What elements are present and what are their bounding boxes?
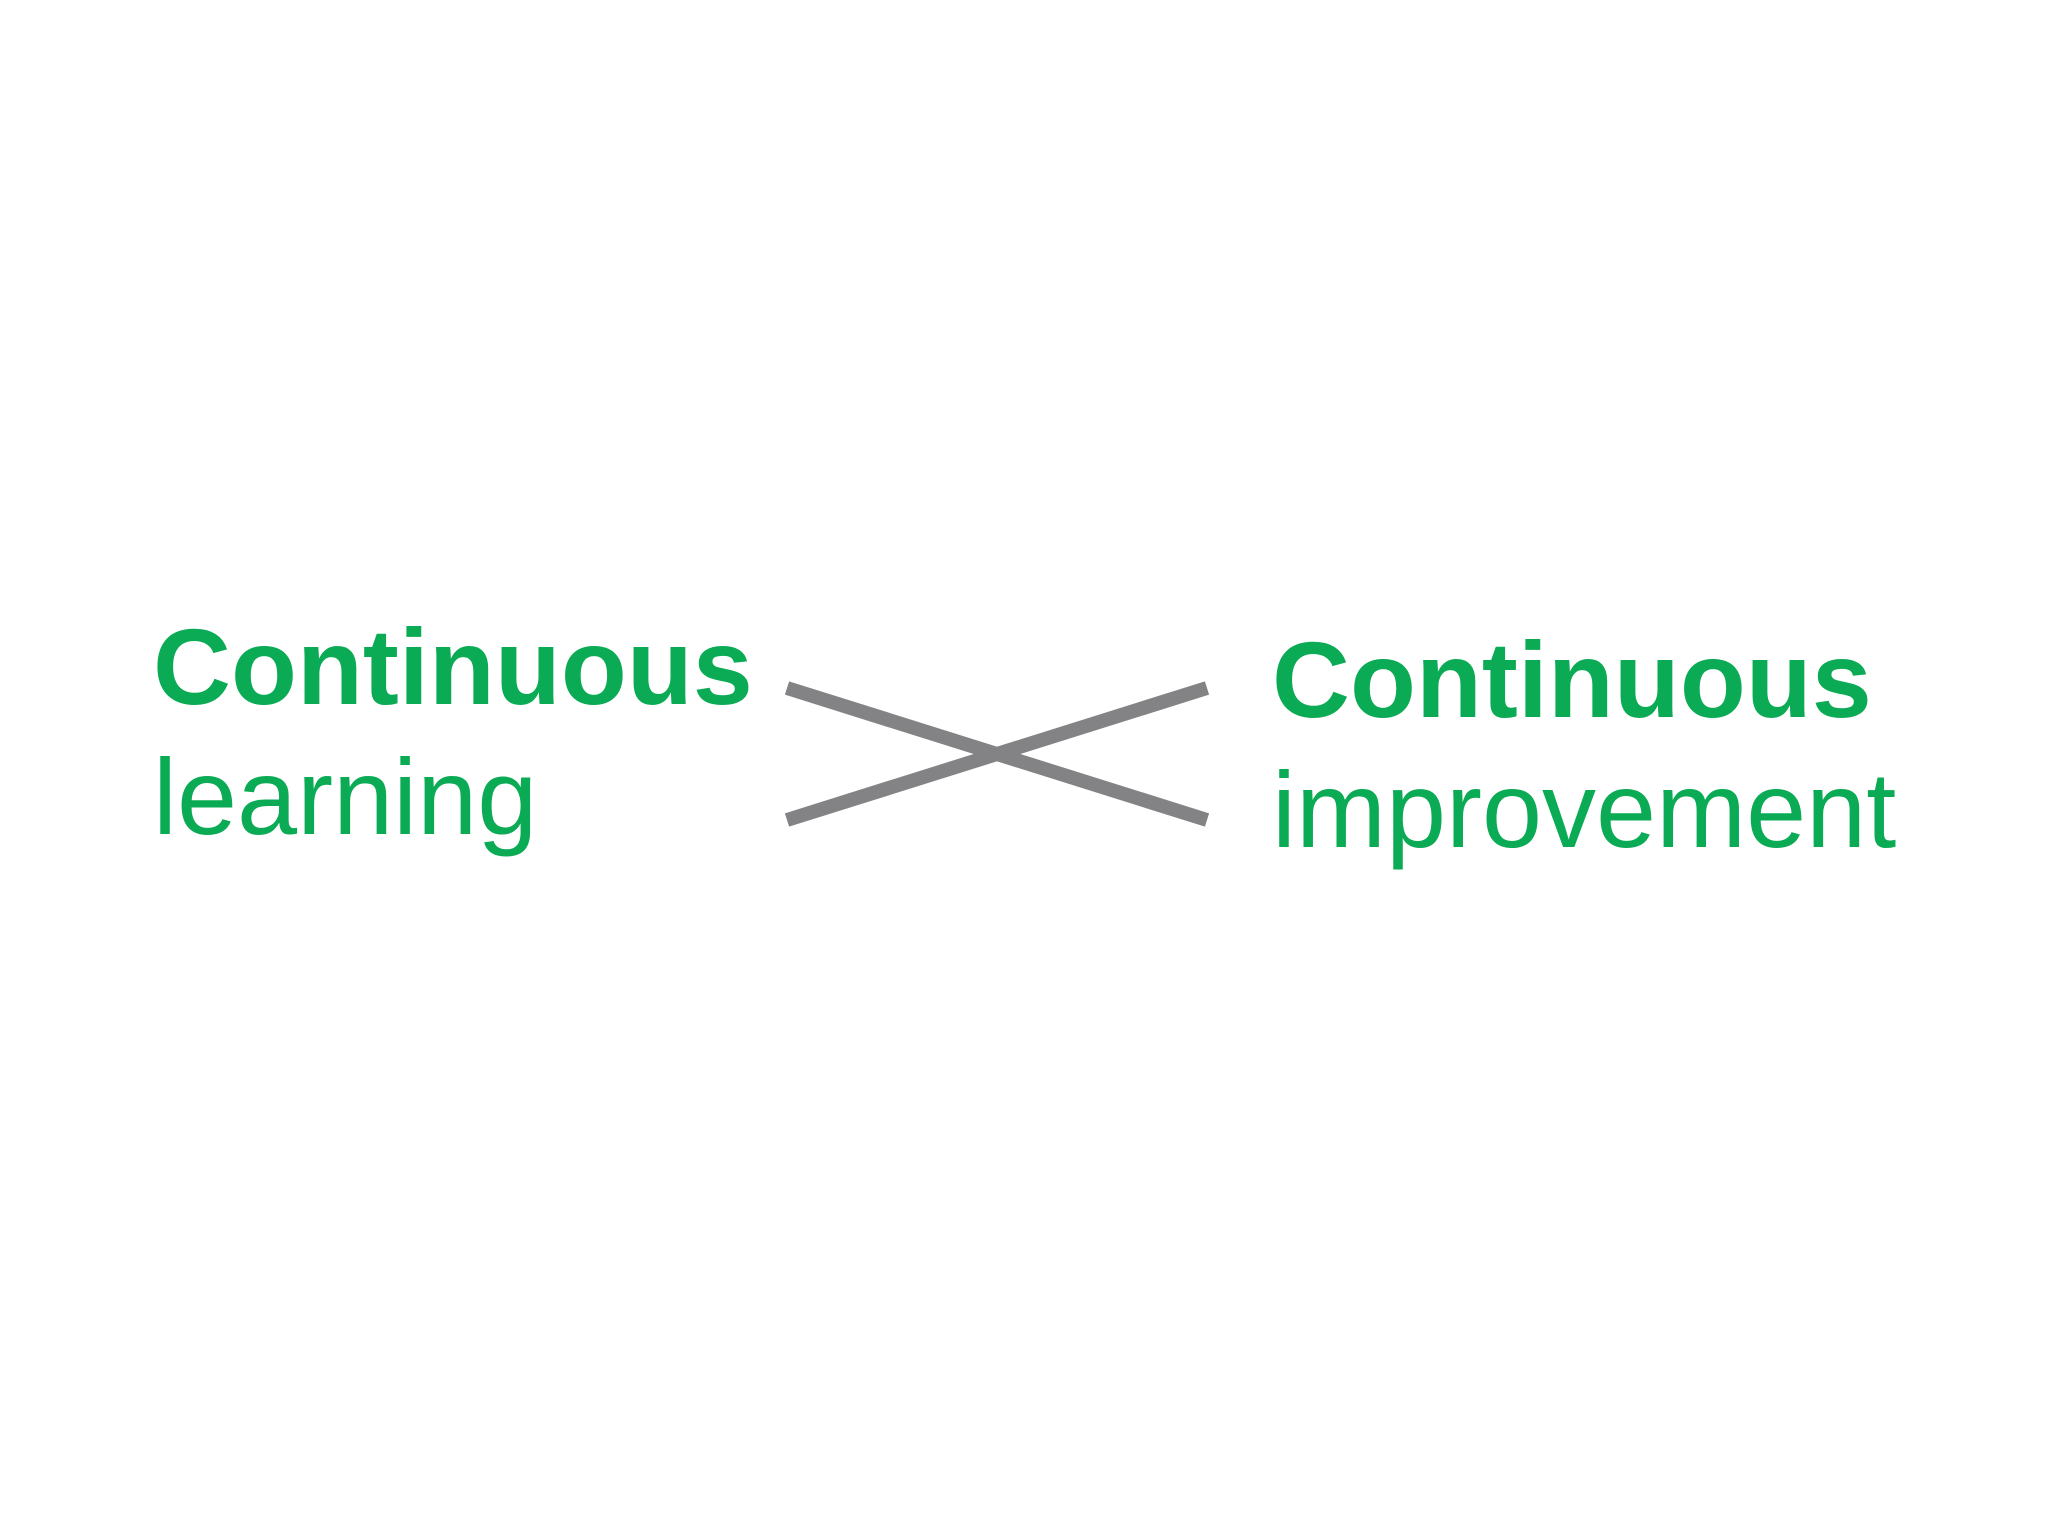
right-term-line2: improvement [1272,749,1897,870]
right-term-line1: Continuous [1272,619,1872,740]
right-term: Continuous improvement [1272,615,1896,875]
cross-line-ascending [784,681,1210,827]
left-term-line1: Continuous [153,606,753,727]
left-term-line2: learning [153,736,538,857]
left-term: Continuous learning [153,602,753,862]
